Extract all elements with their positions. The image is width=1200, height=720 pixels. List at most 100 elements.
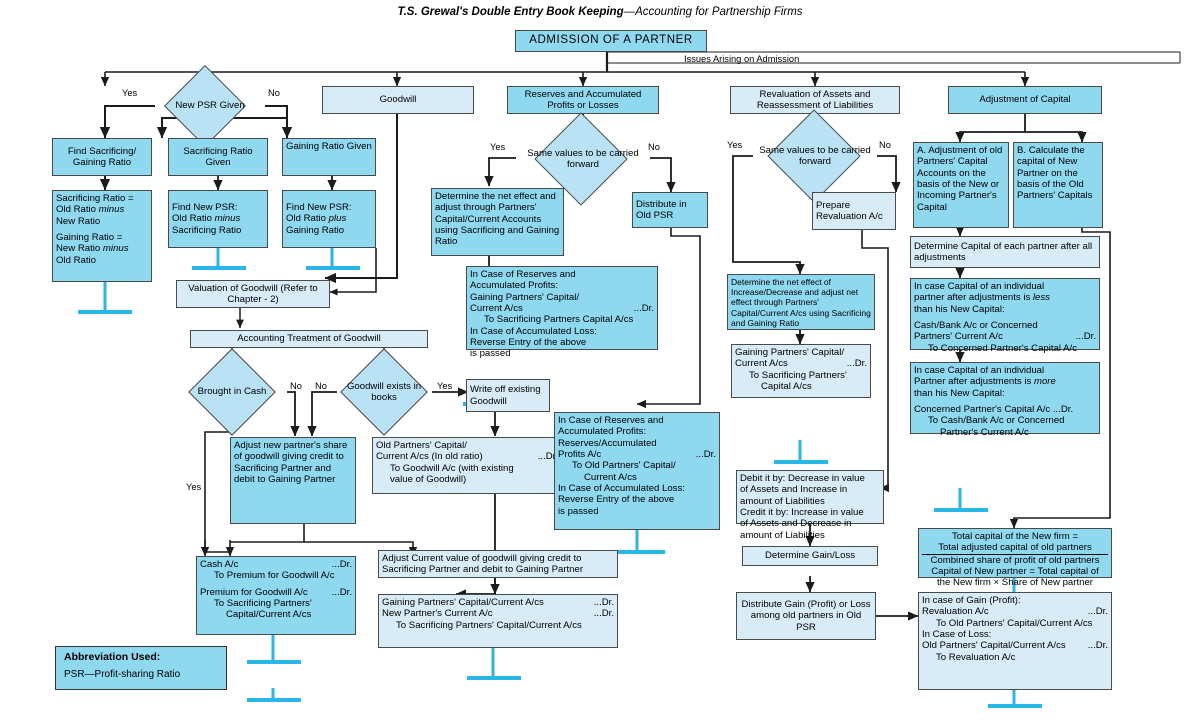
- node-determine-net-effect-revaluation[interactable]: Determine the net effect of Increase/Dec…: [727, 274, 875, 330]
- node-accounting-treatment-goodwill[interactable]: Accounting Treatment of Goodwill: [190, 330, 428, 348]
- node-revaluation-gaining-entry[interactable]: Gaining Partners' Capital/ Current A/cs.…: [731, 344, 871, 398]
- line-in-case-capital: In case Capital of an individual: [914, 281, 1045, 292]
- node-find-new-psr-plus[interactable]: Find New PSR: Old Ratio plus Gaining Rat…: [282, 190, 376, 248]
- line-old-partners-capital: Old Partners' Capital/: [376, 440, 467, 451]
- line-current-acs: Current A/cs...Dr.: [470, 302, 654, 314]
- node-label: Prepare Revaluation A/c: [816, 199, 883, 222]
- line-concerned-partner-capital: Concerned Partner's Capital A/c ...Dr.: [914, 403, 1074, 415]
- node-ratio-formula[interactable]: Sacrificing Ratio = Old Ratio minus New …: [52, 190, 152, 282]
- node-label: Same values to be carried forward: [527, 147, 639, 170]
- line-in-case-capital: In case Capital of an individual: [914, 365, 1045, 376]
- line-current-acs: Current A/cs...Dr.: [735, 358, 867, 370]
- node-label: Gaining Ratio Given: [286, 141, 372, 152]
- node-reserves-same-values-decision[interactable]: Same values to be carried forward: [516, 112, 650, 206]
- line-find-new-psr: Find New PSR:: [286, 202, 352, 214]
- line-current-acs: Current A/cs: [584, 471, 637, 483]
- node-label: Goodwill exists in books: [346, 380, 422, 403]
- node-valuation-of-goodwill[interactable]: Valuation of Goodwill (Refer to Chapter …: [176, 280, 330, 308]
- line-reverse-entry: Reverse Entry of the above: [558, 494, 675, 506]
- line-partners-current-ac: Partner's Current A/c: [940, 426, 1029, 438]
- node-capital-option-a[interactable]: A. Adjustment of old Partners' Capital A…: [913, 142, 1009, 228]
- line-share-new-partner: the New firm × Share of New partner: [937, 577, 1093, 589]
- node-label: Determine the net effect and adjust thro…: [435, 191, 560, 248]
- line-to-old-partners: To Old Partners' Capital/Current A/cs: [936, 617, 1093, 629]
- abbreviation-text: PSR—Profit-sharing Ratio: [64, 669, 181, 680]
- node-reserves-entry-b[interactable]: In Case of Reserves and Accumulated Prof…: [554, 412, 720, 530]
- label-books-yes: Yes: [437, 381, 453, 391]
- label-revaluation-no: No: [879, 140, 891, 150]
- line-credit-by-3: amount of Liabilities: [740, 529, 825, 541]
- line-to-goodwill-ac: To Goodwill A/c (with existing: [390, 462, 514, 474]
- node-revaluation-gain-loss-entry[interactable]: In case of Gain (Profit): Revaluation A/…: [918, 592, 1112, 690]
- node-label: Goodwill: [379, 94, 417, 106]
- node-goodwill-exists-in-books[interactable]: Goodwill exists in books: [334, 348, 434, 436]
- node-find-sacrificing-gaining-ratio[interactable]: Find Sacrificing/ Gaining Ratio: [52, 138, 152, 176]
- line-accumulated-profits: Accumulated Profits:: [558, 426, 646, 438]
- node-prepare-revaluation-ac[interactable]: Prepare Revaluation A/c: [812, 192, 896, 230]
- line-to-revaluation-ac: To Revaluation A/c: [936, 651, 1016, 663]
- node-brought-in-cash[interactable]: Brought in Cash: [177, 348, 287, 436]
- node-reserves-entry-a[interactable]: In Case of Reserves and Accumulated Prof…: [466, 266, 658, 359]
- line-partners-current-ac: Partners' Current A/c...Dr.: [914, 331, 1096, 343]
- line-in-case-accumulated-loss: In Case of Accumulated Loss:: [558, 482, 685, 494]
- node-write-off-existing-goodwill[interactable]: Write off existing Goodwill: [466, 379, 550, 412]
- node-label: Adjustment of Capital: [979, 94, 1071, 106]
- node-capital-more-than-new[interactable]: In case Capital of an individual Partner…: [910, 362, 1100, 438]
- line-in-case-reserves: In Case of Reserves and: [470, 269, 576, 280]
- node-capital-option-b[interactable]: B. Calculate the capital of New Partner …: [1013, 142, 1103, 228]
- label-psr-no: No: [268, 88, 280, 98]
- node-capital-less-than-new[interactable]: In case Capital of an individual partner…: [910, 278, 1100, 354]
- line-reverse-entry: Reverse Entry of the above: [470, 336, 587, 348]
- node-determine-capital-each-partner[interactable]: Determine Capital of each partner after …: [910, 236, 1100, 268]
- node-reserves-accumulated[interactable]: Reserves and Accumulated Profits or Loss…: [507, 86, 659, 114]
- line-in-case-loss: In Case of Loss:: [922, 628, 992, 640]
- node-label: Sacrificing Ratio Given: [183, 145, 253, 168]
- node-adjust-new-partner-share[interactable]: Adjust new partner's share of goodwill g…: [230, 437, 356, 524]
- node-determine-gain-loss[interactable]: Determine Gain/Loss: [742, 546, 878, 566]
- line-total-capital-new-firm: Total capital of the New firm =: [951, 531, 1079, 542]
- node-revaluation-debit-credit-rules[interactable]: Debit it by: Decrease in value of Assets…: [736, 470, 884, 541]
- node-capital-formula[interactable]: Total capital of the New firm = Total ad…: [918, 528, 1112, 588]
- line-debit-by-2: of Assets and Increase in: [740, 484, 848, 496]
- line-to-concerned-partner: To Concerned Partner's Capital A/c: [928, 342, 1078, 354]
- node-adjustment-of-capital[interactable]: Adjustment of Capital: [948, 86, 1102, 114]
- node-label: Brought in Cash: [197, 386, 267, 398]
- line-cash-ac: Cash A/c...Dr.: [200, 559, 352, 570]
- node-goodwill[interactable]: Goodwill: [322, 86, 474, 114]
- node-cash-premium-entry[interactable]: Cash A/c...Dr. To Premium for Goodwill A…: [196, 556, 356, 635]
- node-revaluation-same-values-decision[interactable]: Same values to be carried forward: [753, 109, 877, 203]
- node-label: A. Adjustment of old Partners' Capital A…: [917, 145, 1003, 213]
- node-find-new-psr-minus[interactable]: Find New PSR: Old Ratio minus Sacrificin…: [168, 190, 268, 248]
- line-than-new-capital: than his New Capital:: [914, 387, 1005, 399]
- node-label: Determine Gain/Loss: [764, 550, 856, 562]
- line-current-acs-old-ratio: Current A/cs (In old ratio)...Dr.: [376, 451, 558, 463]
- node-gaining-ratio-given[interactable]: Gaining Ratio Given: [282, 138, 376, 176]
- line-to-sacrificing-partners: To Sacrificing Partners' Capital/Current…: [396, 619, 582, 631]
- node-admission-of-a-partner[interactable]: ADMISSION OF A PARTNER: [515, 30, 707, 52]
- abbreviation-title: Abbreviation Used:: [64, 651, 161, 663]
- line-to-sacrificing-partners: To Sacrificing Partners Capital A/cs: [484, 314, 634, 326]
- line-find-new-psr: Find New PSR:: [172, 202, 238, 214]
- book-title: T.S. Grewal's Double Entry Book Keeping: [397, 6, 624, 18]
- node-label: Adjust new partner's share of goodwill g…: [234, 440, 348, 485]
- node-old-partners-capital-entry[interactable]: Old Partners' Capital/ Current A/cs (In …: [372, 437, 562, 494]
- line-in-case-gain: In case of Gain (Profit):: [922, 595, 1021, 606]
- line-new-partners-current: New Partner's Current A/c...Dr.: [382, 608, 614, 620]
- node-label: Valuation of Goodwill (Refer to Chapter …: [188, 282, 318, 305]
- line-total-adjusted-capital: Total adjusted capital of old partners: [922, 542, 1108, 555]
- node-determine-net-effect-reserves[interactable]: Determine the net effect and adjust thro…: [431, 188, 564, 256]
- node-distribute-in-old-psr[interactable]: Distribute in Old PSR: [632, 192, 708, 228]
- line-old-ratio: Old Ratio: [56, 254, 96, 266]
- node-distribute-gain-loss[interactable]: Distribute Gain (Profit) or Loss among o…: [736, 592, 876, 640]
- node-revaluation-assets[interactable]: Revaluation of Assets and Reassessment o…: [730, 86, 900, 114]
- line-old-partners-capital: Old Partners' Capital/Current A/cs...Dr.: [922, 640, 1108, 652]
- node-adjust-current-value-goodwill[interactable]: Adjust Current value of goodwill giving …: [378, 550, 618, 578]
- node-sacrificing-ratio-given[interactable]: Sacrificing Ratio Given: [168, 138, 268, 176]
- line-after-adjustments-less: partner after adjustments is less: [914, 292, 1050, 304]
- node-new-psr-given[interactable]: New PSR Given: [155, 64, 265, 148]
- line-new-ratio: New Ratio: [56, 215, 101, 227]
- node-label: Adjust Current value of goodwill giving …: [382, 552, 584, 575]
- node-label: Accounting Treatment of Goodwill: [237, 333, 381, 345]
- line-gaining-partners-capital: Gaining Partners' Capital/: [470, 291, 580, 303]
- node-gaining-partners-entry[interactable]: Gaining Partners' Capital/Current A/cs..…: [378, 594, 618, 648]
